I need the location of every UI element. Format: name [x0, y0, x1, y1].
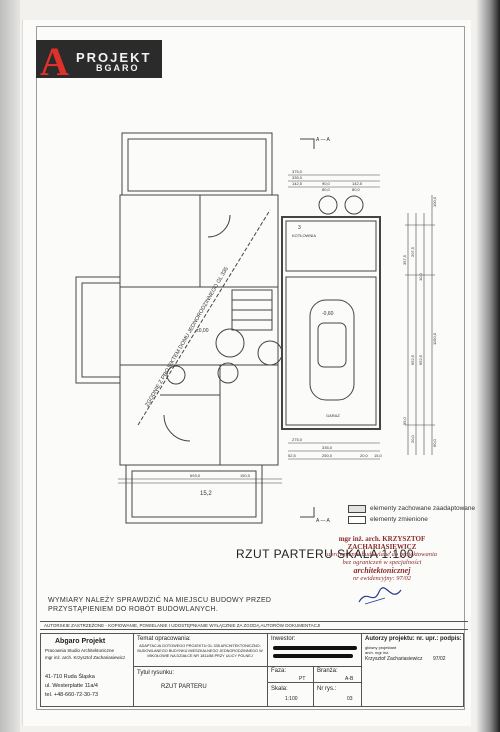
legend-item-changed: elementy zmienione — [370, 516, 428, 523]
construction-note: WYMIARY NALEŻY SPRAWDZIĆ NA MIEJSCU BUDO… — [48, 597, 272, 613]
company-sub: Pracownia Studio Architektoniczne — [45, 648, 115, 653]
level-marker-1: ±0,00 — [196, 328, 209, 334]
architect-stamp: mgr inż. arch. KRZYSZTOF ZACHARIASIEWICZ… — [306, 535, 458, 583]
nrrys-value: 03 — [347, 696, 353, 702]
faza-label: Faza: — [271, 668, 287, 674]
dim-right-8: 20,0 — [410, 434, 415, 443]
skala-label: Skala: — [271, 686, 288, 692]
dim-top-1: 335,0 — [292, 175, 303, 180]
dim-right-0: 100,0 — [432, 196, 437, 207]
page-edge — [476, 0, 500, 732]
floor-plan: A — A A — A ZGODNIE Z PROJEKTEM DOMU JED… — [75, 132, 437, 524]
branza-label: Branża: — [317, 668, 338, 674]
dim-bottom-0: 275,0 — [292, 437, 303, 442]
section-label-top: A — A — [316, 137, 331, 143]
tytul-value: RZUT PARTERU — [161, 684, 207, 690]
dim-bottom-4: 20,0 — [360, 453, 369, 458]
address-line-2: ul. Westerplatte 11a/4 — [45, 683, 98, 689]
dim-bottom-3: 250,0 — [322, 453, 333, 458]
dim-top-2: 142,5 — [292, 181, 303, 186]
legend-swatch-kept — [348, 505, 366, 513]
stamp-line-1: mgr inż. arch. KRZYSZTOF ZACHARIASIEWICZ — [338, 535, 426, 551]
dimension-lines — [118, 174, 435, 484]
terrace-top — [121, 132, 273, 196]
inwestor-label: Inwestor: — [271, 636, 296, 642]
phone: tel. +48-660-72-30-73 — [45, 692, 99, 698]
company-name: Abgaro Projekt — [55, 638, 106, 645]
autor-nr: 97/02 — [433, 656, 446, 662]
legend-swatch-changed — [348, 516, 366, 524]
dim-right-7: 95,0 — [402, 416, 407, 425]
legend: elementy zachowane zaadaptowane elementy… — [348, 505, 475, 527]
copyright-bar: AUTORSKIE ZASTRZEŻONE - KOPIOWANIE, POWI… — [40, 621, 468, 630]
dim-top-6: 80,0 — [352, 187, 361, 192]
stamp-line-3: bez ograniczeń w specjalności — [342, 559, 422, 566]
stamp-line-5: nr ewidencyjny: 97/02 — [352, 575, 412, 582]
redaction-bar-2 — [273, 654, 353, 658]
dim-top-3: 90,0 — [322, 181, 331, 186]
dim-top-4: 142,5 — [352, 181, 363, 186]
nrrys-label: Nr rys.: — [317, 686, 337, 692]
company-person: mgr inż. arch. Krzysztof Zachariasiewicz — [45, 655, 126, 660]
dim-right-5: 652,5 — [418, 354, 423, 365]
level-marker-2: -0,60 — [322, 311, 334, 317]
garage-block — [281, 216, 381, 430]
dim-right-3: 10,0 — [418, 272, 423, 281]
porch-bottom — [125, 464, 263, 524]
signature — [358, 587, 402, 605]
car-symbol — [309, 299, 355, 401]
dim-top-0: 375,0 — [292, 169, 303, 174]
company-logo: A PROJEKT BGARO — [36, 39, 162, 84]
faza-value: PT — [299, 676, 306, 682]
branza-value: A-B — [345, 676, 354, 682]
dim-bottom-5: 15,0 — [374, 453, 383, 458]
dim-right-4: 652,5 — [410, 354, 415, 365]
redaction-bar-1 — [273, 646, 357, 650]
room-label-garage: GARAŻ — [326, 413, 340, 418]
dim-bottom-6: 693,0 — [190, 473, 201, 478]
room-label-boiler: KOTŁOWNIA — [292, 233, 316, 238]
drawing-title: RZUT PARTERU SKALA 1:100 — [236, 547, 415, 561]
section-mark-bottom — [300, 507, 315, 518]
logo-letter: A — [40, 39, 69, 84]
logo-line2: BGARO — [96, 63, 140, 73]
tytul-label: Tytuł rysunku: — [137, 670, 175, 676]
skala-value: 1:100 — [285, 696, 298, 702]
dim-bottom-1: 335,0 — [322, 445, 333, 450]
section-mark-top — [300, 138, 315, 149]
logo-line1: PROJEKT — [76, 50, 152, 65]
temat-value: ADAPTACJA GOTOWEGO PROJEKTU GL 335 ARCHI… — [137, 644, 263, 658]
porch-dimension: 15,2 — [200, 491, 212, 497]
legend-item-kept: elementy zachowane zaadaptowane — [370, 505, 476, 512]
dim-top-5: 80,0 — [322, 187, 331, 192]
autor-name: Krzysztof Zachariasiewicz — [365, 656, 423, 662]
temat-label: Temat opracowania: — [137, 636, 191, 642]
dim-right-1: 357,5 — [402, 254, 407, 265]
staircase — [231, 289, 273, 331]
dim-right-9: 60,0 — [432, 438, 437, 447]
title-block: Abgaro Projekt Pracownia Studio Architek… — [40, 633, 464, 707]
autor-role: główny projektant — [365, 645, 397, 650]
autor-label: Autorzy projektu: nr. upr.: podpis: — [365, 636, 462, 642]
dim-right-6: 1150,0 — [432, 332, 437, 345]
drawing-frame — [36, 26, 465, 710]
page — [22, 20, 471, 726]
dim-bottom-2: 52,5 — [288, 453, 297, 458]
bay-left — [75, 276, 121, 384]
room-number: 3 — [298, 225, 301, 231]
dim-bottom-7: 150,0 — [240, 473, 251, 478]
dim-right-2: 207,5 — [410, 246, 415, 257]
stamp-line-4: architektonicznej — [353, 566, 411, 575]
binding-spine — [0, 0, 20, 732]
address-line-1: 41-710 Ruda Śląska — [45, 674, 95, 680]
stamp-line-2: uprawnienia budowlane do projektowania — [326, 551, 438, 558]
autor-title: arch. mgr inż. — [365, 650, 390, 655]
section-label-bottom: A — A — [316, 518, 331, 524]
